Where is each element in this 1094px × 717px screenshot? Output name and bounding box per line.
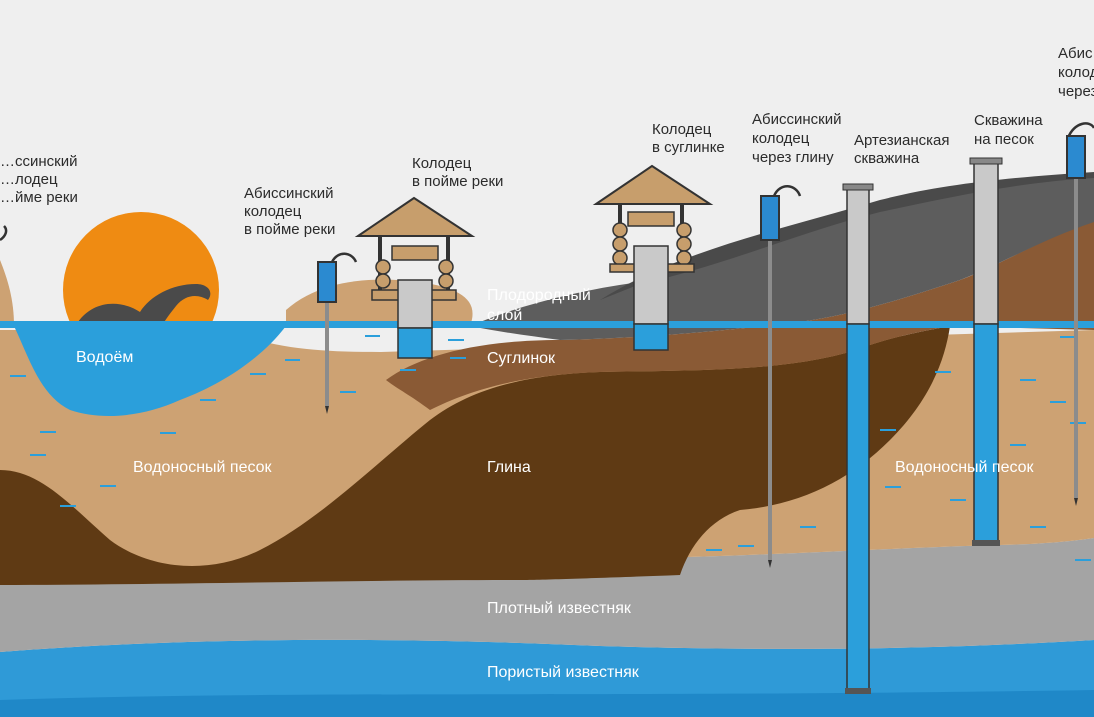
label-clay: Глина [487,459,531,476]
pump-handle [1066,122,1094,139]
clay-layer [0,326,950,585]
well-roof-icon [354,196,476,237]
casing-water [846,323,870,693]
label-porous-limestone: Пористый известняк [487,664,640,681]
label-dug-well-loam: Колодец в суглинке [652,121,725,156]
well-shaft [397,279,433,329]
label-artesian: Артезианская скважина [854,132,954,167]
pump-tip [325,406,329,414]
well-shaft [633,245,669,325]
left-hill [0,260,14,326]
label-dug-well-floodplain: Колодец в пойме реки [412,155,503,190]
label-abyssinian-far-left: …ссинский …лодец …йме реки [0,153,82,206]
lake-monster-icon [78,284,211,326]
casing-pipe-icon [846,187,870,325]
label-abyssinian-far-right: Абис… колод… через… [1058,45,1094,100]
abyssinian-well-clay [760,185,802,568]
label-fertile-layer: Плодородный слой [487,287,595,324]
abyssinian-well-far-right [1066,122,1094,506]
sand-borehole [969,157,1003,546]
pump-tip [1074,498,1078,506]
pump-rod [768,238,772,560]
dense-limestone-layer [0,538,1094,652]
hand-pump-icon [0,225,8,242]
loam-layer [386,220,1094,410]
label-sand-left: Водоносный песок [133,459,273,476]
pump-rod [325,300,329,406]
hand-pump-icon [317,261,337,303]
label-loam: Суглинок [487,350,556,367]
well-water [633,323,669,351]
label-reservoir: Водоём [76,349,133,366]
well-roof-icon [592,164,714,205]
label-sand-borehole: Скважина на песок [974,112,1047,148]
abyssinian-well-floodplain [317,252,358,414]
casing-pipe-icon [973,161,999,325]
pump-handle [330,252,358,263]
dug-well-loam [592,164,714,351]
hand-pump-icon [760,195,780,241]
pump-rod [1074,176,1078,498]
label-abyssinian-clay: Абиссинский колодец через глину [752,111,846,166]
well-water [397,327,433,359]
reservoir-water [14,326,286,416]
dug-well-floodplain [354,196,476,359]
pump-handle [772,185,802,197]
pump-tip [768,560,772,568]
porous-limestone-shade [0,690,1094,717]
artesian-borehole [842,183,874,694]
casing-water [973,323,999,543]
water-table-line [0,321,1094,328]
hand-pump-icon [1066,135,1086,179]
label-dense-limestone: Плотный известняк [487,600,632,617]
label-sand-right: Водоносный песок [895,459,1035,476]
fertile-layer [470,176,1094,340]
label-abyssinian-floodplain: Абиссинский колодец в пойме реки [244,185,338,238]
